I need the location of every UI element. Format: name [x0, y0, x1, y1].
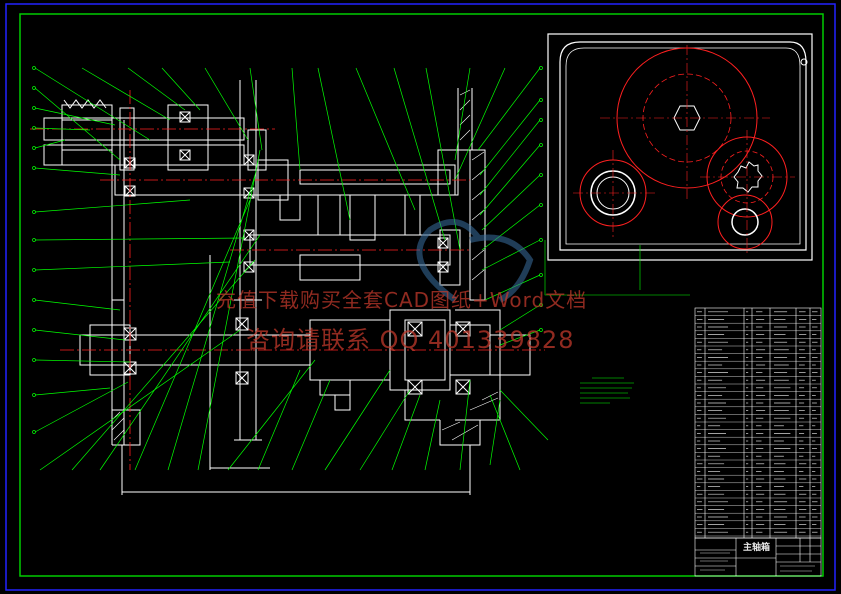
side-view — [544, 33, 813, 296]
parts-list-entries — [697, 311, 818, 533]
section-view — [43, 80, 531, 495]
title-block — [694, 537, 822, 577]
inner-frame — [19, 13, 824, 577]
outer-frame — [5, 3, 836, 591]
leader-lines — [32, 66, 549, 471]
parts-list-columns — [704, 308, 811, 538]
housing-hatch — [111, 89, 499, 441]
logo-watermark — [416, 219, 534, 303]
technical-notes — [580, 377, 634, 404]
watermark-line-2: 咨询请联系 QQ 401339828 — [246, 326, 575, 354]
watermark-line-1: 充值下载购买全套CAD图纸+Word文档 — [216, 288, 588, 312]
parts-list-rows — [695, 315, 821, 537]
title-block-drawing-name: 主轴箱 — [743, 543, 771, 553]
centerlines — [30, 90, 545, 470]
